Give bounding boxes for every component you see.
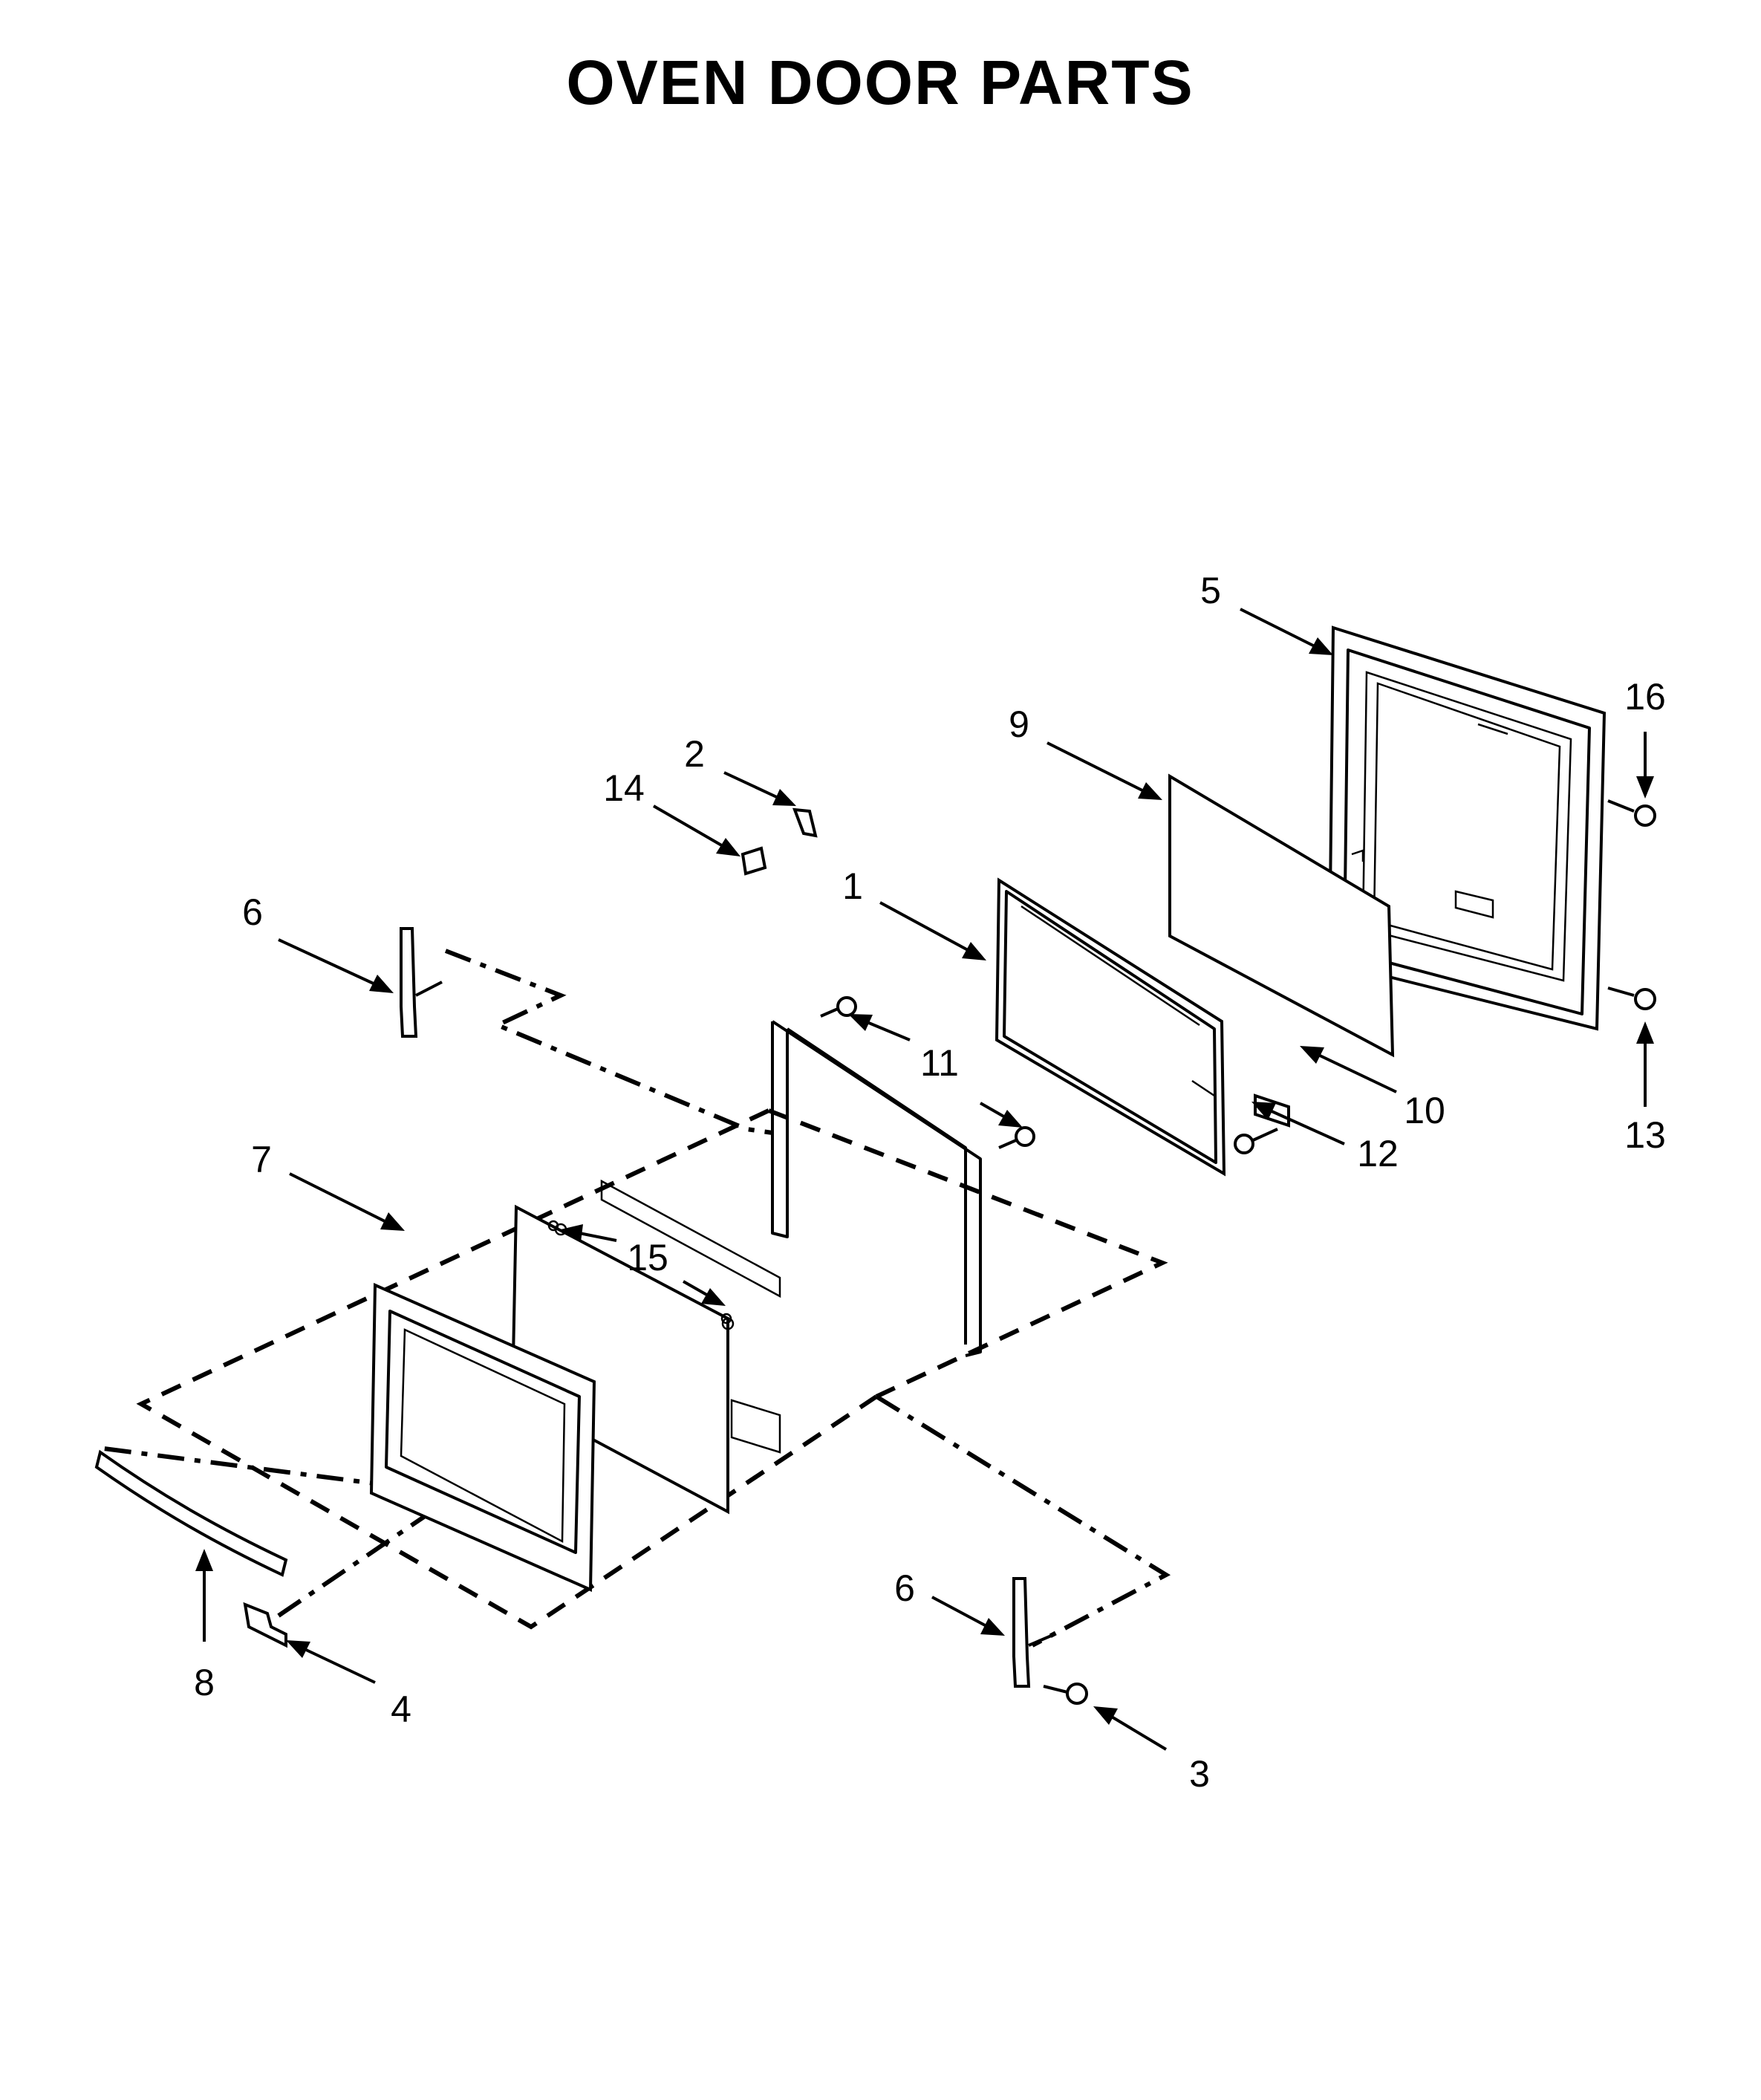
callout-8: 8: [194, 1662, 215, 1703]
part-1-inner-door-frame: [995, 877, 1226, 1177]
door-side-channels: [600, 1020, 982, 1357]
callout-11: 11: [920, 1042, 959, 1084]
part-5-outer-door-panel: [1327, 625, 1607, 1031]
part-7-outer-door-glass: [369, 1282, 596, 1593]
callout-4: 4: [391, 1688, 411, 1730]
part-11-screw-a: [820, 996, 857, 1018]
part-6-hinge-bottom: [1012, 1577, 1055, 1688]
callout-15: 15: [627, 1237, 668, 1278]
part-2-clip: [792, 807, 818, 838]
part-6-hinge-top: [400, 927, 443, 1038]
part-11-screw-b: [998, 1126, 1035, 1149]
part-13-screw: [1607, 986, 1656, 1010]
callout-7: 7: [251, 1139, 272, 1180]
callout-3: 3: [1189, 1753, 1210, 1795]
part-14-clip: [740, 846, 767, 876]
callout-10: 10: [1404, 1090, 1445, 1131]
callout-12: 12: [1357, 1133, 1399, 1174]
callout-6-bottom: 6: [894, 1567, 915, 1609]
callout-13: 13: [1624, 1114, 1666, 1156]
part-8-door-handle: [94, 1449, 288, 1577]
callout-6-top: 6: [242, 891, 263, 933]
callout-leaders: [195, 608, 1654, 1751]
callout-2: 2: [684, 733, 705, 775]
callout-16: 16: [1624, 676, 1666, 718]
page-title: OVEN DOOR PARTS: [566, 48, 1194, 117]
part-9-inner-glass: [1168, 773, 1395, 1058]
callout-1: 1: [842, 865, 863, 907]
part-16-screw: [1607, 799, 1656, 827]
part-3-screw: [1043, 1683, 1088, 1705]
callout-9: 9: [1009, 703, 1029, 745]
callout-labels: 5 16 9 2 14 1 6 10 12 13 11 7 15 8 4 6 3: [194, 570, 1666, 1795]
part-4-hardware: [243, 1602, 287, 1648]
callout-5: 5: [1200, 570, 1221, 611]
callout-14: 14: [603, 767, 645, 809]
part-12-screw: [1234, 1128, 1278, 1154]
